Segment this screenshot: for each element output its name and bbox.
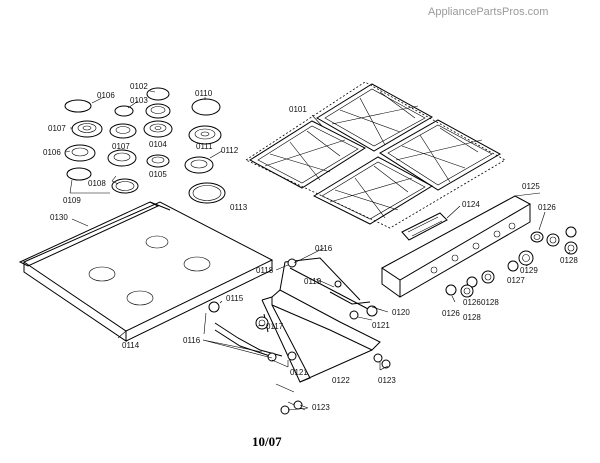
label-0102: 0102 bbox=[130, 82, 148, 91]
label-0125: 0125 bbox=[522, 182, 540, 191]
part-0108-ring bbox=[111, 178, 139, 194]
leader-lines-burners bbox=[65, 90, 223, 194]
label-0103: 0103 bbox=[130, 96, 148, 105]
label-0127: 0127 bbox=[507, 276, 525, 285]
part-0125-control-panel bbox=[381, 192, 541, 298]
label-0116-b: 0116 bbox=[183, 336, 201, 345]
knob-0128-b bbox=[564, 241, 578, 255]
label-0121-a: 0121 bbox=[372, 321, 390, 330]
label-0114: 0114 bbox=[122, 341, 140, 350]
label-0126-c: 0126 bbox=[442, 309, 460, 318]
label-0110: 0110 bbox=[195, 89, 213, 98]
part-0124-display-module bbox=[401, 205, 461, 241]
label-0123-a: 0123 bbox=[378, 376, 396, 385]
part-0105-base bbox=[146, 154, 170, 168]
label-0111: 0111 bbox=[196, 142, 213, 151]
diagram-date: 10/07 bbox=[252, 434, 282, 449]
label-0128-c: 0128 bbox=[463, 313, 481, 322]
part-0111-head bbox=[188, 125, 222, 145]
label-0115: 0115 bbox=[226, 294, 244, 303]
label-0108: 0108 bbox=[88, 179, 106, 188]
label-0129: 0129 bbox=[520, 266, 538, 275]
label-0112: 0112 bbox=[221, 146, 239, 155]
knob-0126-d bbox=[445, 284, 457, 296]
label-0116-a: 0116 bbox=[315, 244, 333, 253]
part-0109-ring bbox=[66, 167, 92, 181]
part-0107-head-center bbox=[109, 123, 137, 139]
control-knobs bbox=[445, 226, 578, 298]
part-0107-head-left bbox=[71, 120, 103, 138]
knob-0128-d bbox=[460, 284, 474, 298]
label-0113: 0113 bbox=[230, 203, 248, 212]
part-0108-base bbox=[107, 149, 137, 167]
knob-0126-a bbox=[530, 231, 544, 243]
part-0122-manifold bbox=[271, 289, 381, 351]
leader-lines-knobs bbox=[451, 211, 571, 303]
label-0126-b: 0126 bbox=[463, 298, 481, 307]
part-0113-ring bbox=[188, 182, 226, 204]
leader-0130 bbox=[71, 218, 89, 227]
part-0106-cap bbox=[64, 99, 92, 113]
label-0106-b: 0106 bbox=[43, 148, 61, 157]
part-labels: 0102 0106 0110 0103 0107 0107 0104 0111 … bbox=[43, 82, 578, 412]
label-0106-a: 0106 bbox=[97, 91, 115, 100]
part-0104-head bbox=[143, 120, 173, 138]
label-0117: 0117 bbox=[266, 322, 284, 331]
burner-components bbox=[64, 87, 226, 204]
watermark-text: AppliancePartsPros.com bbox=[428, 6, 548, 18]
label-0124: 0124 bbox=[462, 200, 480, 209]
label-0104: 0104 bbox=[149, 140, 167, 149]
label-0107-a: 0107 bbox=[48, 124, 66, 133]
part-0103-head bbox=[145, 103, 171, 119]
part-0110-cap bbox=[191, 98, 221, 116]
label-0123-b: 0123 bbox=[312, 403, 330, 412]
label-0128-b: 0128 bbox=[481, 298, 499, 307]
part-0114-cooktop bbox=[22, 201, 274, 342]
part-0102-cap bbox=[146, 87, 170, 101]
label-0105: 0105 bbox=[149, 170, 167, 179]
label-0120: 0120 bbox=[392, 308, 410, 317]
part-0106-base bbox=[64, 144, 96, 162]
label-0119: 0119 bbox=[304, 277, 322, 286]
label-0128-a: 0128 bbox=[560, 256, 578, 265]
knob-0128-c bbox=[481, 270, 495, 284]
knob-0127 bbox=[507, 260, 519, 272]
knob-0128-a bbox=[546, 233, 560, 247]
part-0130-trim bbox=[18, 201, 171, 267]
label-0126-a: 0126 bbox=[538, 203, 556, 212]
part-0103-cap bbox=[114, 105, 134, 117]
label-0121-b: 0121 bbox=[290, 368, 308, 377]
knob-0129 bbox=[518, 250, 534, 266]
part-0112-base bbox=[184, 156, 214, 174]
label-0118: 0118 bbox=[256, 266, 274, 275]
label-0109: 0109 bbox=[63, 196, 81, 205]
label-0107-b: 0107 bbox=[112, 142, 130, 151]
leader-lines-gas bbox=[202, 247, 389, 411]
label-0101: 0101 bbox=[289, 105, 307, 114]
knob-0126-b bbox=[565, 226, 577, 238]
gas-manifold-assembly bbox=[208, 257, 391, 415]
part-0101-grates bbox=[245, 81, 506, 229]
label-0122: 0122 bbox=[332, 376, 350, 385]
label-0130: 0130 bbox=[50, 213, 68, 222]
